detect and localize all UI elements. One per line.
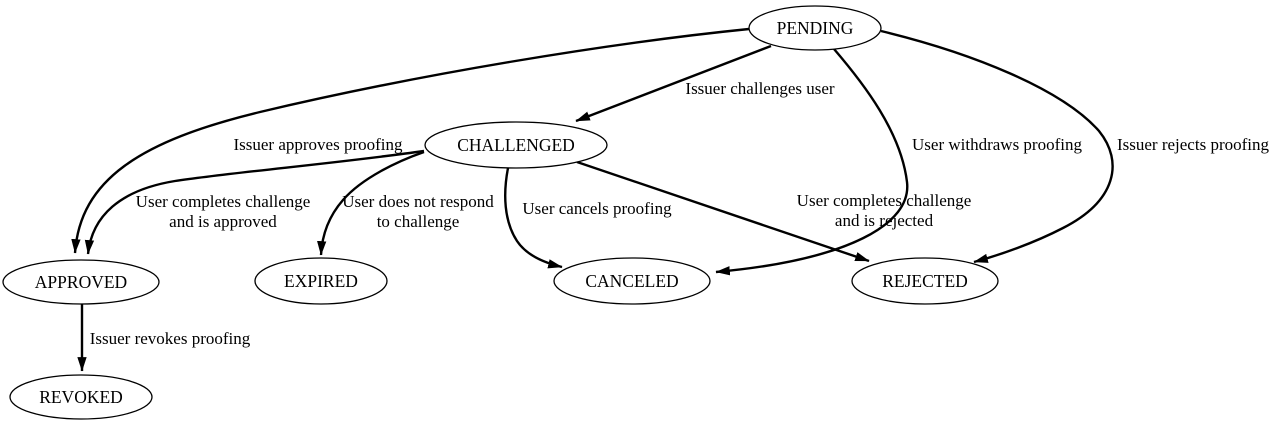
edge-pending-approved: Issuer approves proofing [71,27,750,254]
edge-challenged-approved-label-line2: and is approved [169,212,277,231]
node-expired-label: EXPIRED [284,271,358,291]
node-challenged: CHALLENGED [424,121,608,169]
edge-challenged-rejected-arrow [576,160,870,263]
edge-challenged-rejected: User completes challenge and is rejected [576,160,972,263]
node-rejected-label: REJECTED [882,271,968,291]
node-pending-label: PENDING [777,18,854,38]
node-expired: EXPIRED [254,257,388,305]
edge-pending-challenged-label: Issuer challenges user [685,79,835,98]
node-challenged-label: CHALLENGED [457,135,575,155]
node-rejected: REJECTED [851,257,999,305]
node-canceled: CANCELED [553,257,711,305]
edge-pending-rejected-label: Issuer rejects proofing [1117,135,1270,154]
edge-pending-canceled-label: User withdraws proofing [912,135,1082,154]
edge-pending-canceled-arrow [715,48,909,276]
edge-approved-revoked: Issuer revokes proofing [77,304,251,372]
edge-pending-canceled: User withdraws proofing [715,48,1082,276]
node-rejected-shape [851,257,999,305]
edge-challenged-approved-arrow [84,149,425,255]
edge-challenged-approved: User completes challenge and is approved [84,149,425,255]
node-revoked: REVOKED [9,374,153,420]
nodes-layer: PENDING CHALLENGED APPROVED EXPIRED CANC… [2,5,999,420]
node-challenged-shape [424,121,608,169]
edge-pending-challenged-arrow [575,44,772,123]
edge-challenged-canceled-label: User cancels proofing [522,199,672,218]
edge-challenged-rejected-label-line1: User completes challenge [797,191,972,210]
edge-challenged-expired-label-line1: User does not respond [342,192,494,211]
node-approved-label: APPROVED [35,272,127,292]
edge-challenged-expired-arrow [317,150,425,256]
edge-pending-challenged: Issuer challenges user [575,44,835,123]
edges-layer: Issuer challenges user Issuer approves p… [71,27,1270,372]
edge-pending-approved-label: Issuer approves proofing [233,135,403,154]
node-approved-shape [2,259,160,305]
node-canceled-shape [553,257,711,305]
node-approved: APPROVED [2,259,160,305]
edge-challenged-expired: User does not respond to challenge [317,150,494,256]
edge-challenged-expired-label-line2: to challenge [377,212,460,231]
node-revoked-label: REVOKED [39,387,123,407]
edge-pending-rejected: Issuer rejects proofing [880,29,1270,264]
edge-approved-revoked-label: Issuer revokes proofing [90,329,251,348]
edge-pending-approved-arrow [71,27,750,254]
node-pending-shape [748,5,882,51]
node-expired-shape [254,257,388,305]
edge-challenged-canceled-arrow [504,167,563,269]
node-pending: PENDING [748,5,882,51]
edge-challenged-approved-label-line1: User completes challenge [136,192,311,211]
node-canceled-label: CANCELED [585,271,678,291]
node-revoked-shape [9,374,153,420]
edge-pending-rejected-arrow [880,29,1114,264]
edge-challenged-rejected-label-line2: and is rejected [835,211,934,230]
edge-challenged-canceled: User cancels proofing [504,167,672,269]
